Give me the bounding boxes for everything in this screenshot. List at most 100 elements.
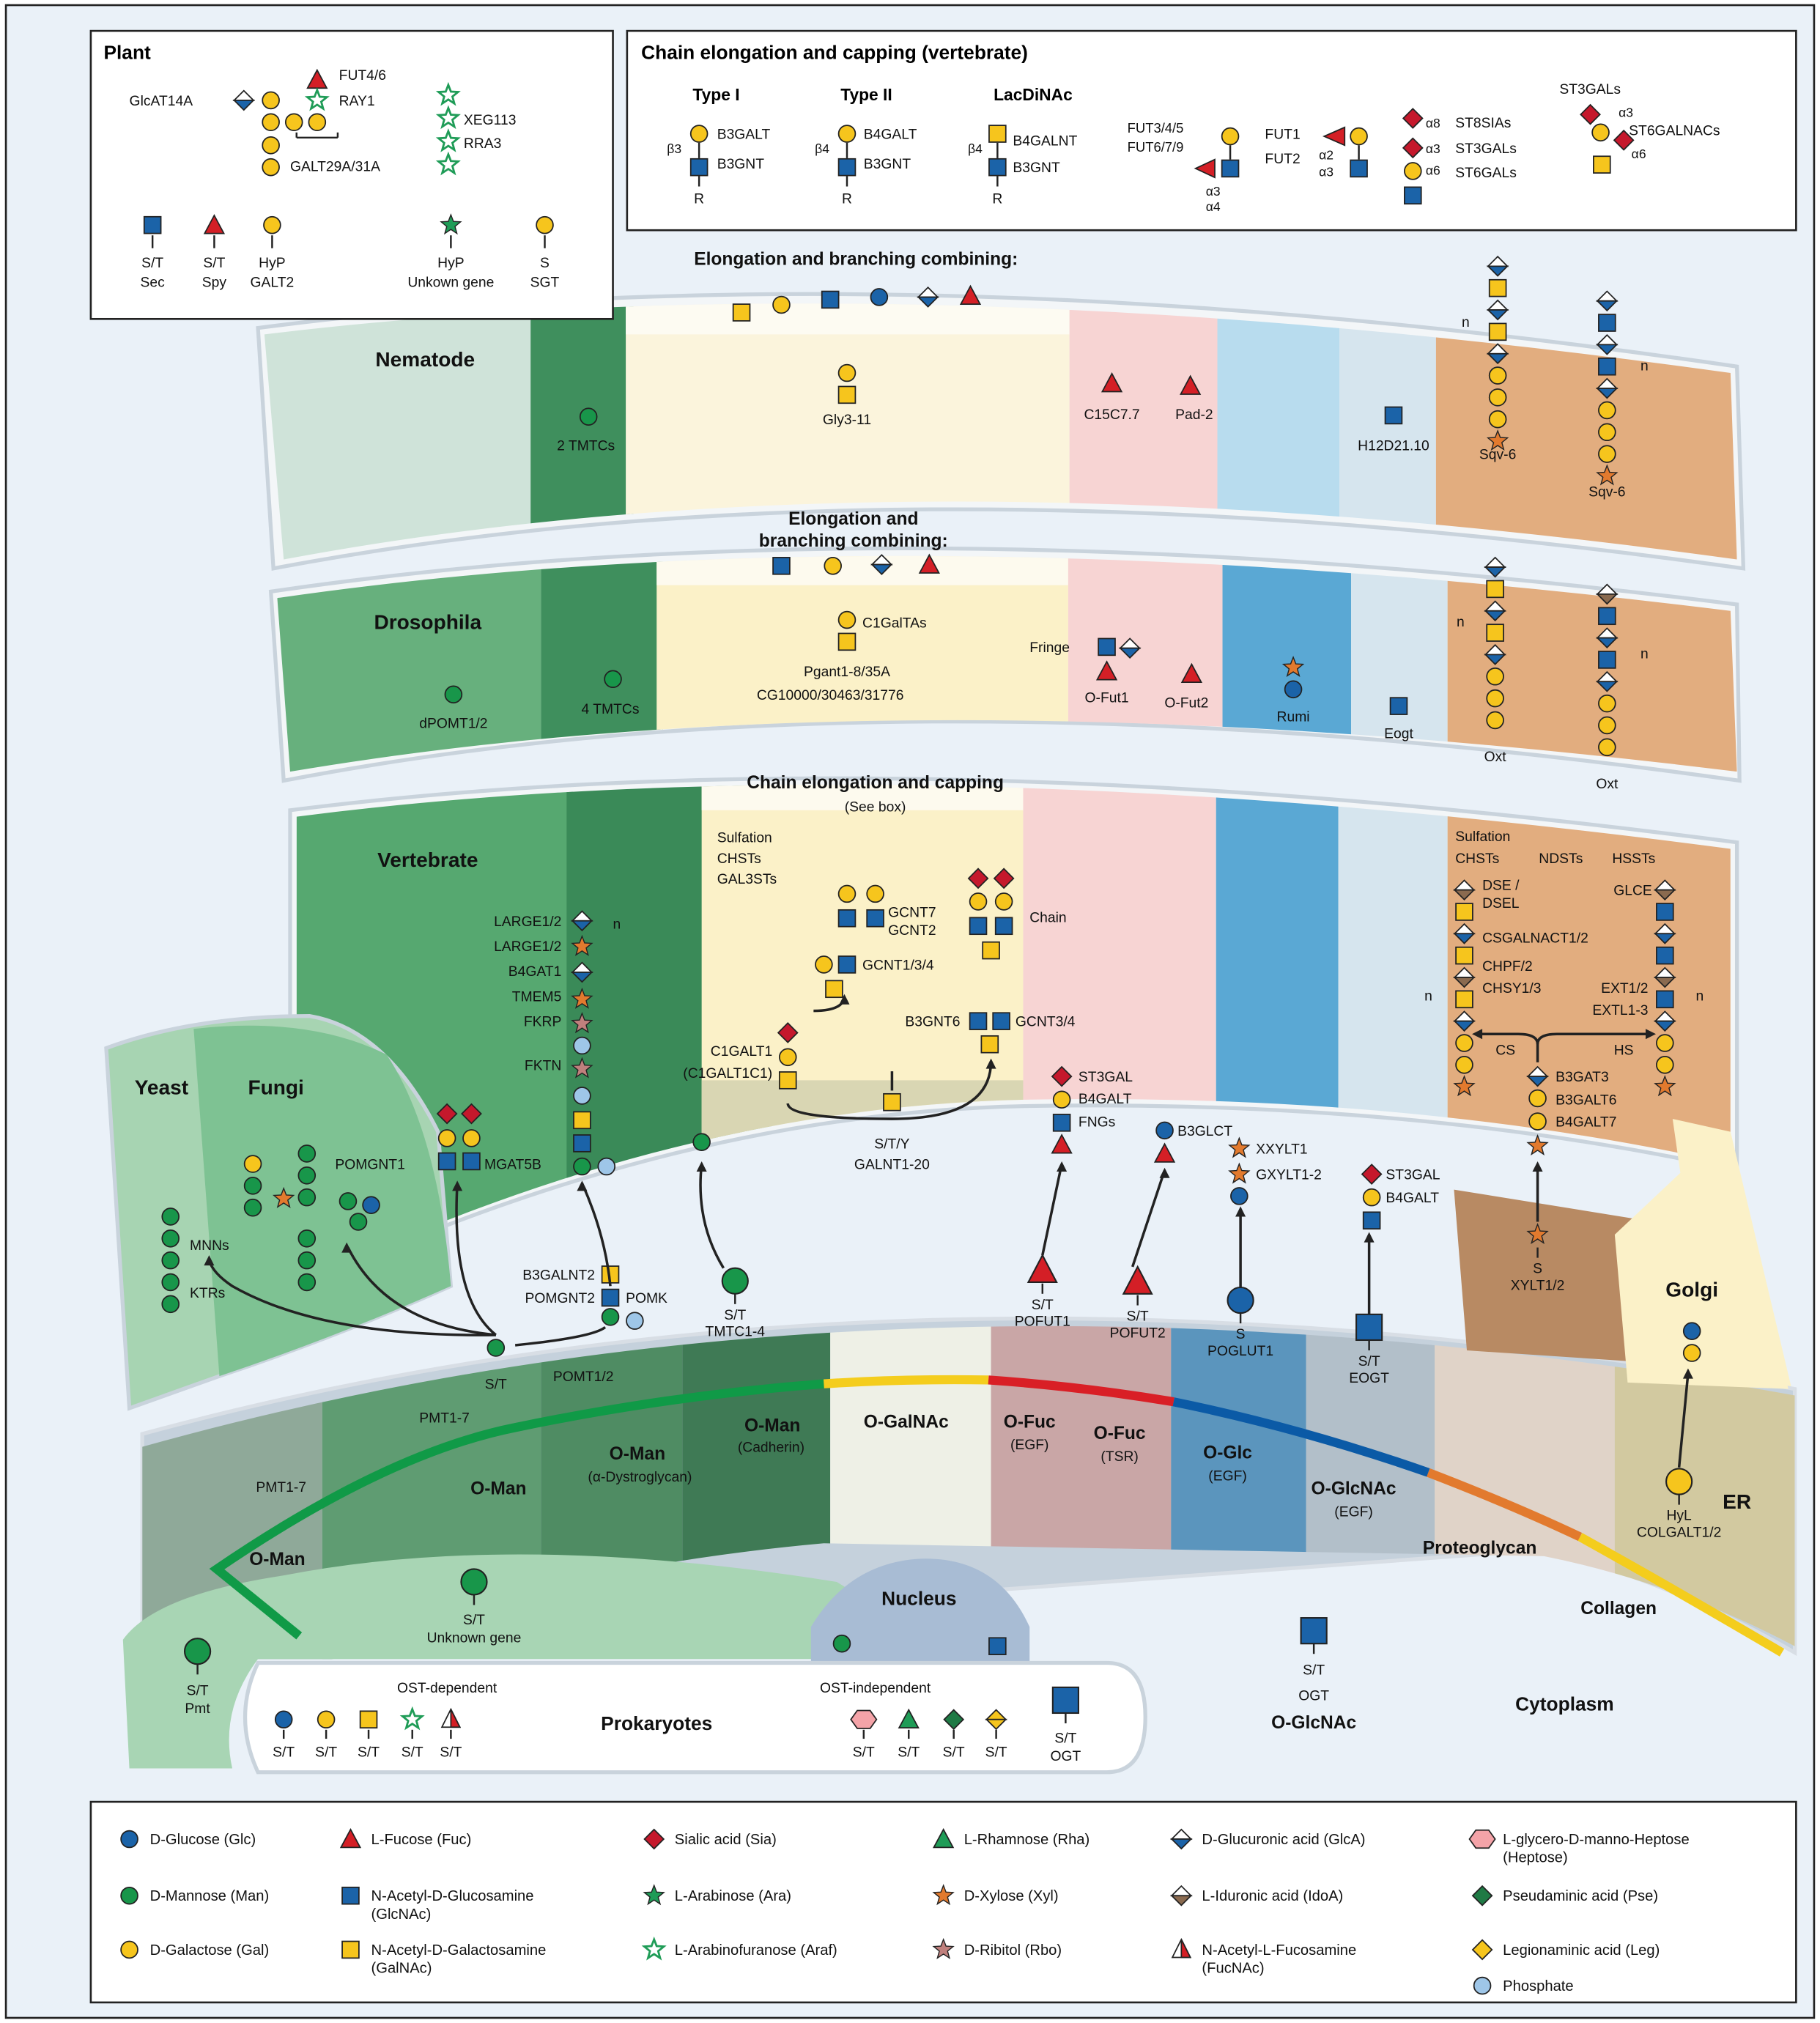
gene-label: FKRP: [524, 1015, 561, 1030]
glca-diamond: [1484, 610, 1506, 622]
gal-circle: [1598, 694, 1616, 713]
legend-label: L-Fucose (Fuc): [371, 1832, 472, 1848]
site-label: COLGALT1/2: [1637, 1525, 1721, 1541]
glca-diamond: [1654, 933, 1676, 944]
fungi-lower: [122, 1554, 927, 1769]
enzyme-label: B3GNT: [717, 157, 765, 172]
r-label: R: [992, 191, 1002, 207]
fuc-triangle: [1180, 662, 1203, 684]
gal-circle: [1656, 1034, 1674, 1052]
fuc-triangle: [203, 214, 226, 234]
gene-label: GlcAT14A: [130, 94, 193, 109]
rbo-star: [932, 1937, 955, 1959]
site-label: HyP: [437, 256, 464, 271]
category-label: O-Man: [249, 1550, 305, 1569]
gal-circle: [284, 113, 303, 132]
linkage-label: α2: [1319, 148, 1333, 163]
gene-label: GXYLT1-2: [1256, 1168, 1322, 1183]
legend-label: (FucNAc): [1202, 1961, 1264, 1977]
site-label: Unkown gene: [407, 275, 494, 290]
xyl-star: [1281, 655, 1305, 677]
prokaryotes-panel: [243, 1660, 1147, 1775]
ara-star: [399, 1706, 425, 1731]
linkage-label: β4: [815, 141, 829, 156]
gene-label: B3GALNT2: [522, 1268, 595, 1283]
gene-label: H12D21.10: [1358, 438, 1429, 454]
phosphate-circle: [597, 1157, 616, 1176]
man-circle: [604, 670, 622, 689]
galnac-square: [778, 1071, 797, 1090]
fuc-triangle: [339, 1827, 362, 1849]
gal-circle: [1598, 401, 1616, 420]
arrow: [207, 1260, 496, 1336]
legend-label: (GlcNAc): [371, 1906, 432, 1923]
glcnac-square: [437, 1152, 456, 1171]
gene-label: GCNT7: [888, 905, 936, 920]
man-site: [183, 1638, 212, 1665]
repeat-n: n: [1640, 359, 1649, 374]
gene-label: FNGs: [1079, 1115, 1115, 1131]
gene-label: KTRs: [190, 1286, 225, 1301]
sia-diamond: [1361, 1164, 1383, 1185]
man-circle: [832, 1634, 851, 1653]
gene-label: DSEL: [1482, 896, 1520, 911]
glca-diamond: [1596, 681, 1619, 692]
man-circle: [573, 1157, 591, 1176]
legend-label: Pseudaminic acid (Pse): [1503, 1888, 1658, 1904]
linkage-label: β4: [968, 141, 983, 156]
gene-label: 2 TMTCs: [557, 438, 615, 454]
gene-label: MGAT5B: [484, 1158, 541, 1173]
gene-label: Sqv-6: [1588, 485, 1625, 500]
fuc-triangle: [1051, 1133, 1073, 1154]
legend-label: D-Glucuronic acid (GlcA): [1202, 1832, 1365, 1848]
arrow-head: [1235, 1206, 1246, 1217]
glcnac-square: [1656, 903, 1674, 921]
gene-label: B4GALT: [1079, 1092, 1132, 1107]
legend-label: N-Acetyl-D-Glucosamine: [371, 1888, 534, 1904]
category-label: O-Fuc: [1094, 1424, 1146, 1443]
legend-label: L-Arabinose (Ara): [675, 1888, 791, 1904]
glycan-layer: GlcAT14AFUT4/6RAY1GALT29A/31AXEG113RRA3S…: [120, 68, 1751, 1995]
gal-circle: [1488, 388, 1507, 407]
gal-circle: [837, 363, 857, 382]
glca-diamond: [1484, 654, 1506, 665]
site-label: S/T: [187, 1683, 209, 1698]
gene-label: GAL3STs: [717, 872, 777, 887]
gene-label: Sulfation: [1455, 829, 1510, 845]
site-label: S/T: [463, 1613, 485, 1628]
gene-label: CSGALNACT1/2: [1482, 931, 1588, 947]
legend-label: N-Acetyl-L-Fucosamine: [1202, 1942, 1356, 1959]
gene-label: CG10000/30463/31776: [757, 688, 904, 703]
heptose-hexagon: [1468, 1829, 1496, 1849]
gal-circle: [308, 113, 327, 132]
prok-sugar: [274, 1710, 293, 1729]
gal-circle: [772, 295, 791, 314]
arrow: [1041, 1164, 1063, 1256]
glca-diamond: [1526, 1076, 1549, 1087]
site-label: S/T: [1032, 1298, 1054, 1313]
gene-label: B3GLCT: [1177, 1124, 1232, 1139]
xyl-star: [1596, 464, 1619, 486]
capping-title: Chain elongation and capping (vertebrate…: [641, 42, 1028, 64]
enzyme-label: FUT1: [1265, 127, 1300, 143]
gene-label: O-Fut1: [1085, 690, 1129, 706]
glca-diamond: [1596, 300, 1619, 312]
gal-circle: [1362, 1188, 1381, 1207]
idoa-diamond: [1654, 977, 1676, 988]
glcnac-square: [988, 1637, 1007, 1655]
man-circle: [297, 1166, 317, 1185]
glcnac-square: [1598, 607, 1616, 626]
gal-circle: [824, 557, 842, 575]
r-label: R: [842, 191, 852, 207]
arrow-head: [1364, 1232, 1375, 1243]
site-label: SGT: [530, 275, 560, 290]
legend-label: D-Ribitol (Rbo): [964, 1942, 1062, 1959]
man-circle: [161, 1207, 180, 1226]
gene-label: (C1GALT1C1): [683, 1066, 772, 1081]
section-label: OST-dependent: [397, 1681, 497, 1696]
legend-label: Legionaminic acid (Leg): [1503, 1942, 1660, 1959]
galnac-square: [1455, 903, 1473, 921]
category-label: O-GlcNAc: [1312, 1479, 1397, 1499]
plant-title: Plant: [103, 42, 151, 64]
gal-circle: [536, 215, 554, 234]
